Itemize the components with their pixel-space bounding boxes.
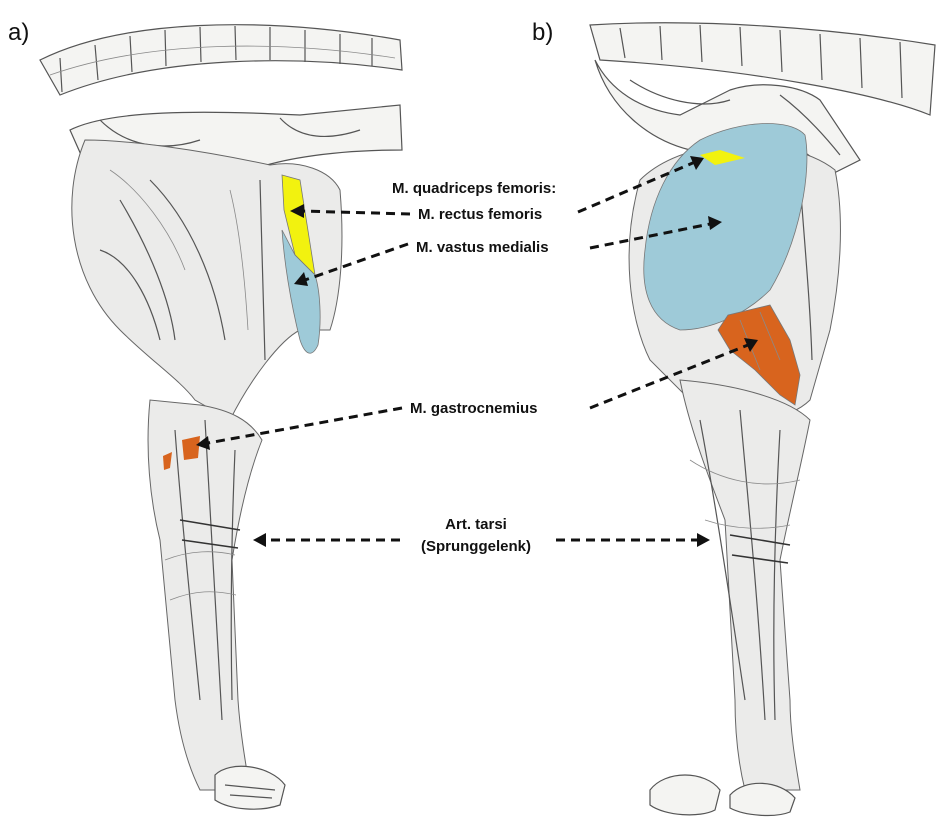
gastrocnemius-label: M. gastrocnemius: [410, 400, 538, 417]
arrowhead-tarsi-b: [697, 533, 710, 547]
tarsi-label: Art. tarsi: [445, 516, 507, 533]
tarsi-sub-label: (Sprunggelenk): [421, 538, 531, 555]
panel-a-label: a): [8, 19, 29, 46]
panel-b-label: b): [532, 19, 553, 46]
gastrocnemius-a-1: [182, 436, 200, 460]
arrowhead-tarsi-a: [253, 533, 266, 547]
rectus-femoris-label: M. rectus femoris: [418, 206, 542, 223]
panel-a-limb-drawing: [40, 25, 402, 809]
vastus-medialis-label: M. vastus medialis: [416, 239, 549, 256]
quadriceps-label: M. quadriceps femoris:: [392, 180, 556, 197]
